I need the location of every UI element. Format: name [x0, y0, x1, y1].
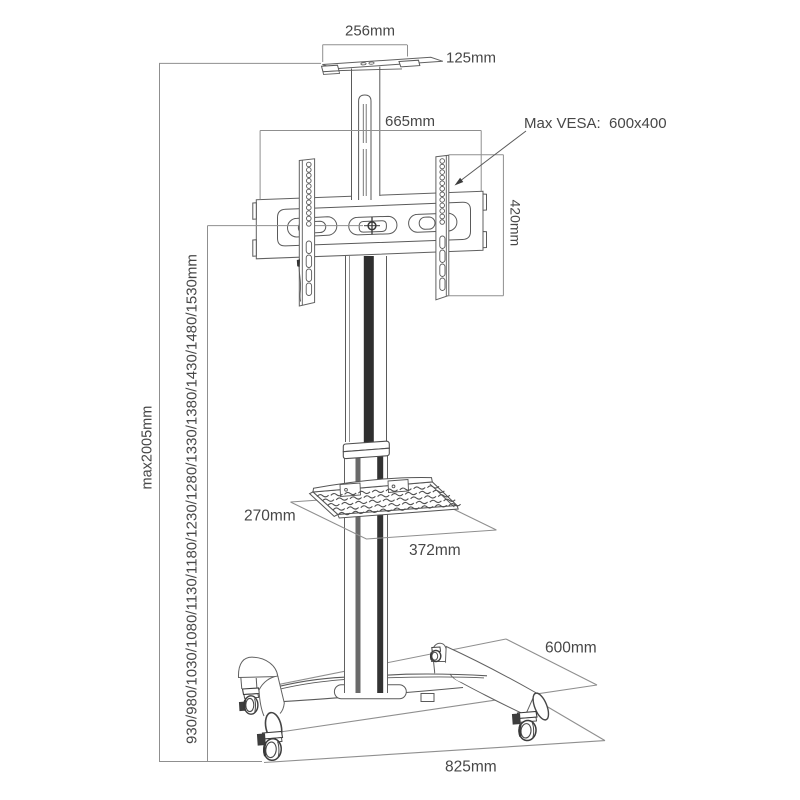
- svg-text:270mm: 270mm: [244, 508, 296, 525]
- svg-text:max2005mm: max2005mm: [140, 406, 156, 490]
- svg-text:930/980/1030/1080/1130/1180/12: 930/980/1030/1080/1130/1180/1230/1280/13…: [184, 254, 201, 744]
- svg-text:Max VESA: 600x400: Max VESA: 600x400: [524, 115, 667, 132]
- svg-text:600mm: 600mm: [545, 640, 597, 657]
- svg-text:420mm: 420mm: [508, 200, 524, 247]
- svg-text:372mm: 372mm: [409, 542, 461, 559]
- svg-text:665mm: 665mm: [385, 113, 435, 130]
- svg-text:825mm: 825mm: [445, 759, 497, 776]
- svg-text:125mm: 125mm: [446, 50, 496, 67]
- svg-text:256mm: 256mm: [345, 23, 395, 40]
